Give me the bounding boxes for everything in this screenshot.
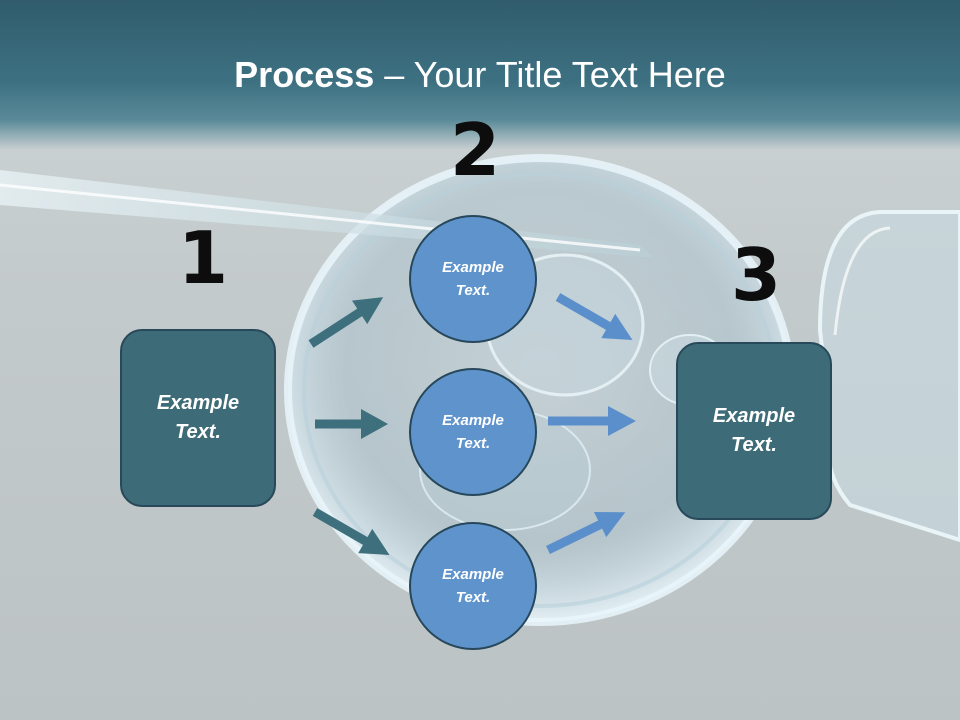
- step-number-2: 2: [450, 108, 501, 192]
- circle-step-bottom[interactable]: Example Text.: [409, 522, 537, 650]
- right-step-text: Example Text.: [712, 405, 796, 456]
- header-band: [0, 0, 960, 150]
- slide-title: Process – Your Title Text Here: [0, 52, 960, 98]
- circle-step-middle[interactable]: Example Text.: [409, 368, 537, 496]
- step-number-1: 1: [178, 216, 229, 300]
- step-number-3: 3: [731, 233, 782, 317]
- left-step-box[interactable]: Example Text.: [120, 329, 276, 507]
- circle-step-top[interactable]: Example Text.: [409, 215, 537, 343]
- circle-top-text: Example Text.: [442, 259, 504, 299]
- left-step-text: Example Text.: [156, 392, 240, 443]
- circle-middle-text: Example Text.: [442, 412, 504, 452]
- title-strong: Process: [234, 54, 375, 95]
- right-step-box[interactable]: Example Text.: [676, 342, 832, 520]
- title-rest: – Your Title Text Here: [374, 54, 726, 95]
- circle-bottom-text: Example Text.: [442, 566, 504, 606]
